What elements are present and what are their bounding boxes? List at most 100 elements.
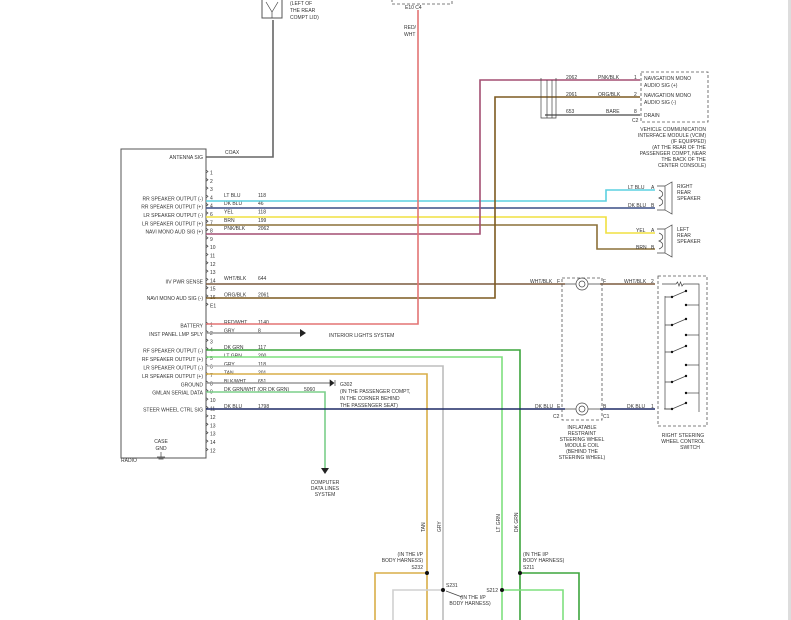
pin-connector-icon xyxy=(205,236,209,240)
pin-label: STEER WHEEL CTRL SIG xyxy=(143,408,203,414)
speaker-name: RIGHT xyxy=(677,184,693,190)
interior-lights-label: INTERIOR LIGHTS SYSTEM xyxy=(329,333,394,339)
pin-number: 14 xyxy=(210,278,216,284)
speaker-name: REAR xyxy=(677,190,691,196)
nav-pin-label: NAVIGATION MONO xyxy=(644,76,691,82)
pin-connector-icon xyxy=(205,178,209,182)
pin-number: 9 xyxy=(210,237,213,243)
antenna-location: THE REAR xyxy=(290,8,316,14)
switch-bus xyxy=(662,281,700,412)
speaker-pin: B xyxy=(651,245,655,251)
circuit-number: 2062 xyxy=(258,226,269,232)
clock-spring-pin: E xyxy=(557,404,561,410)
nav-module-name: PASSENGER COMPT, NEAR xyxy=(640,151,707,157)
contact-dot xyxy=(684,317,688,321)
wire-color-code: DK BLU xyxy=(224,201,242,207)
circuit-number: 8 xyxy=(258,328,261,334)
clock-spring-connector: C1 xyxy=(603,414,610,420)
pin-number: 11 xyxy=(210,254,215,260)
wire-tan-branch xyxy=(374,572,427,620)
antenna-pin-label: ANTENNA SIG xyxy=(169,155,203,161)
clock-spring-color: WHT/BLK xyxy=(530,279,553,285)
nav-module-box xyxy=(640,71,709,123)
pin-number: 15 xyxy=(210,287,216,293)
speaker-pin: A xyxy=(651,185,655,191)
splice-s231 xyxy=(441,588,445,592)
pin-label: GROUND xyxy=(181,382,204,388)
arrow-down-icon xyxy=(321,468,329,474)
wire-color-code: DK GRN xyxy=(224,345,244,351)
speaker-color: BRN xyxy=(636,245,647,251)
speaker-icon xyxy=(657,181,673,215)
circuit-number: 118 xyxy=(258,210,266,216)
clock-spring-name: STEERING WHEEL) xyxy=(559,455,606,461)
pin-label: NAVI MONO AUD SIG (-) xyxy=(147,296,204,302)
left-rear-speaker: YEL A BRN B LEFT REAR SPEAKER xyxy=(636,224,701,258)
wire-color-code: ORG/BLK xyxy=(224,293,247,299)
wire-color-code: BLK/WHT xyxy=(224,379,246,385)
pin-connector-icon xyxy=(205,252,209,257)
clock-spring: WHT/BLK F DK BLU E F B C2 C1 INFLATABLER… xyxy=(530,277,610,461)
wire-color-code: WHT/BLK xyxy=(224,276,247,282)
pin-label: LR SPEAKER OUTPUT (-) xyxy=(143,366,203,372)
wire-color-code: PNK/BLK xyxy=(224,226,246,232)
pin-connector-icon xyxy=(205,414,209,418)
shield-icon xyxy=(540,78,557,119)
contact-dot xyxy=(670,407,674,411)
ground-location: IN THE CORNER BEHIND xyxy=(340,396,400,402)
pin-number: 12 xyxy=(210,449,216,455)
speaker-name: SPEAKER xyxy=(677,196,701,202)
pin-label: GMLAN SERIAL DATA xyxy=(152,391,203,397)
top-wire-label: WHT xyxy=(404,32,415,38)
pin-connector-icon xyxy=(205,211,209,215)
coil-icon xyxy=(575,402,589,416)
pin-number: 4 xyxy=(210,195,213,201)
wire-gry xyxy=(206,365,444,620)
splice-location: BODY HARNESS) xyxy=(449,601,491,607)
nav-pin-label: NAVIGATION MONO xyxy=(644,93,691,99)
speaker-name: REAR xyxy=(677,233,691,239)
nav-color: ORG/BLK xyxy=(598,92,621,98)
switch-name: RIGHT STEERING xyxy=(662,433,705,439)
splice-location: (IN THE I/P xyxy=(398,552,424,558)
wire-tan xyxy=(206,373,428,620)
top-wire-label: RED/ xyxy=(404,25,417,31)
switch-contact-icon xyxy=(665,345,687,353)
switch-name: SWITCH xyxy=(680,445,700,451)
scrollbar[interactable] xyxy=(788,0,791,620)
speaker-icon xyxy=(657,224,673,258)
pin-connector-icon xyxy=(205,269,209,273)
case-gnd-label: GND xyxy=(155,446,167,452)
pin-connector-icon xyxy=(205,244,209,248)
splice-leader xyxy=(445,590,463,598)
coil-icon xyxy=(578,405,586,413)
wire-color-code: GRY xyxy=(224,328,235,334)
coil-icon xyxy=(658,232,664,250)
pin-connector-icon xyxy=(205,285,209,290)
pin-connector-icon xyxy=(205,219,209,224)
top-component-box xyxy=(391,0,453,5)
clock-spring-pin: F xyxy=(603,279,606,285)
pin-number: 3 xyxy=(210,187,213,193)
pin-connector-icon xyxy=(205,169,209,174)
wire-color-code: RED/WHT xyxy=(224,320,247,326)
splice-name: S212 xyxy=(486,588,498,594)
pin-connector-icon xyxy=(205,397,209,401)
antenna-location: COMPT LID) xyxy=(290,15,319,21)
circuit-number: 1140 xyxy=(258,320,269,326)
pin-connector-icon xyxy=(205,194,209,199)
pin-connector-icon xyxy=(205,422,209,427)
nav-pin-label: AUDIO SIG (+) xyxy=(644,83,678,89)
pin-number: 4 xyxy=(210,204,213,210)
pin-number: 1 xyxy=(210,323,213,329)
circuit-number: 644 xyxy=(258,276,267,282)
radio-label: RADIO xyxy=(121,458,137,464)
pin-number: 10 xyxy=(210,245,216,251)
wire-lt-grn-branch xyxy=(502,589,564,620)
clock-spring-pin: F xyxy=(557,279,560,285)
nav-circuit: 2062 xyxy=(566,75,577,81)
contact-dot xyxy=(684,401,688,405)
splice-location: (IN THE I/P xyxy=(460,595,486,601)
splice-name: S211 xyxy=(523,565,535,571)
